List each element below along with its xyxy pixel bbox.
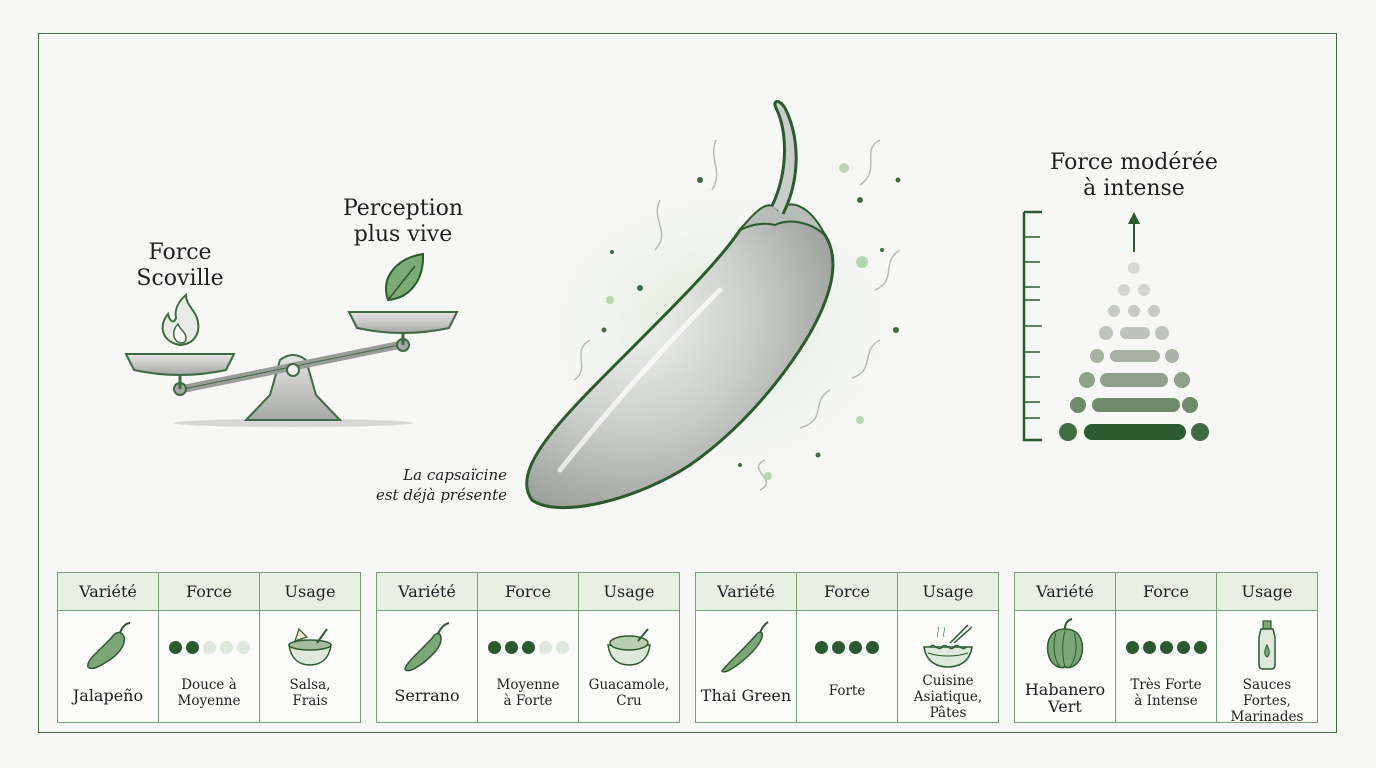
usage-text: Sauces Fortes, Marinades	[1230, 677, 1304, 725]
usage-text: Guacamole, Cru	[588, 677, 670, 709]
header-usage: Usage	[1241, 582, 1293, 601]
table-header-row: Variété Force Usage	[377, 573, 679, 611]
flame-icon	[161, 292, 200, 347]
force-dot-filled	[1125, 641, 1139, 654]
force-dot-filled	[815, 641, 828, 654]
force-text: Moyenne à Forte	[496, 677, 560, 709]
force-dot-filled	[1176, 641, 1190, 654]
variety-cell: Serrano	[377, 611, 478, 722]
force-dots	[159, 641, 259, 654]
variety-name: Serrano	[394, 686, 460, 705]
force-dot-empty	[555, 641, 569, 654]
header-variety: Variété	[696, 573, 797, 610]
force-dot-filled	[1142, 641, 1156, 654]
force-dot-empty	[219, 641, 233, 654]
diagram-frame	[38, 33, 1337, 733]
left-pan-label: Force Scoville	[136, 240, 224, 291]
habanero-icon	[1046, 618, 1084, 669]
force-dot-filled	[168, 641, 182, 654]
right-pan-label: Perception plus vive	[342, 196, 464, 247]
force-dot-filled	[866, 641, 879, 654]
force-dot-filled	[521, 641, 535, 654]
usage-cell: Sauces Fortes, Marinades	[1217, 611, 1317, 725]
variety-name: Habanero Vert	[1024, 680, 1106, 716]
force-dots	[1116, 641, 1216, 654]
usage-text: Salsa, Frais	[289, 677, 331, 709]
header-variety: Variété	[58, 573, 159, 610]
header-force: Force	[159, 573, 260, 610]
force-text: Forte	[828, 683, 866, 699]
variety-name: Thai Green	[700, 686, 792, 705]
variety-name: Jalapeño	[72, 686, 144, 705]
force-dot-filled	[1159, 641, 1173, 654]
force-dot-filled	[185, 641, 199, 654]
leaf-icon	[385, 252, 425, 302]
variety-table-thai-green: Variété Force Usage Thai Green Forte	[695, 572, 999, 723]
header-variety: Variété	[1015, 573, 1116, 610]
force-dot-empty	[202, 641, 216, 654]
force-text: Très Forte à Intense	[1130, 677, 1202, 709]
noodle-bowl-icon	[923, 624, 973, 668]
balance-scale-icon	[124, 311, 459, 427]
force-dot-filled	[1193, 641, 1207, 654]
force-dot-filled	[504, 641, 518, 654]
pepper-icon	[721, 621, 769, 673]
guacamole-bowl-icon	[607, 628, 651, 666]
header-force: Force	[478, 573, 579, 610]
green-chili-pepper-icon	[520, 100, 920, 510]
meter-label: Force modérée à intense	[1050, 150, 1218, 201]
usage-text: Cuisine Asiatique, Pâtes	[913, 673, 983, 721]
force-dot-filled	[849, 641, 862, 654]
pepper-caption: La capsaïcine est déjà présente	[375, 466, 507, 504]
sauce-bottle-icon	[1258, 620, 1276, 670]
variety-cell: Habanero Vert	[1015, 611, 1116, 722]
force-dots	[478, 641, 578, 654]
header-force: Force	[797, 573, 898, 610]
force-dot-empty	[538, 641, 552, 654]
variety-cell: Jalapeño	[58, 611, 159, 722]
salsa-bowl-icon	[288, 627, 332, 666]
intensity-pyramid-meter	[1022, 210, 1209, 442]
force-dots	[797, 641, 897, 654]
pepper-icon	[87, 622, 131, 670]
variety-table-jalapeno: Variété Force Usage Jalapeño Douce à Moy…	[57, 572, 361, 723]
usage-cell: Salsa, Frais	[260, 611, 360, 722]
header-usage: Usage	[922, 582, 974, 601]
force-dot-empty	[236, 641, 250, 654]
table-header-row: Variété Force Usage	[1015, 573, 1317, 611]
variety-table-habanero: Variété Force Usage Habanero Vert Très F…	[1014, 572, 1318, 725]
usage-cell: Guacamole, Cru	[579, 611, 679, 722]
header-variety: Variété	[377, 573, 478, 610]
table-header-row: Variété Force Usage	[58, 573, 360, 611]
pepper-icon	[404, 622, 450, 672]
usage-cell: Cuisine Asiatique, Pâtes	[898, 611, 998, 722]
table-header-row: Variété Force Usage	[696, 573, 998, 611]
force-cell: Forte	[797, 611, 898, 722]
variety-cell: Thai Green	[696, 611, 797, 722]
force-text: Douce à Moyenne	[177, 677, 241, 709]
header-usage: Usage	[603, 582, 655, 601]
header-usage: Usage	[284, 582, 336, 601]
force-cell: Très Forte à Intense	[1116, 611, 1217, 722]
force-dot-filled	[487, 641, 501, 654]
force-dot-filled	[832, 641, 845, 654]
force-cell: Moyenne à Forte	[478, 611, 579, 722]
header-force: Force	[1116, 573, 1217, 610]
variety-table-serrano: Variété Force Usage Serrano Moyenne à Fo…	[376, 572, 680, 723]
force-cell: Douce à Moyenne	[159, 611, 260, 722]
